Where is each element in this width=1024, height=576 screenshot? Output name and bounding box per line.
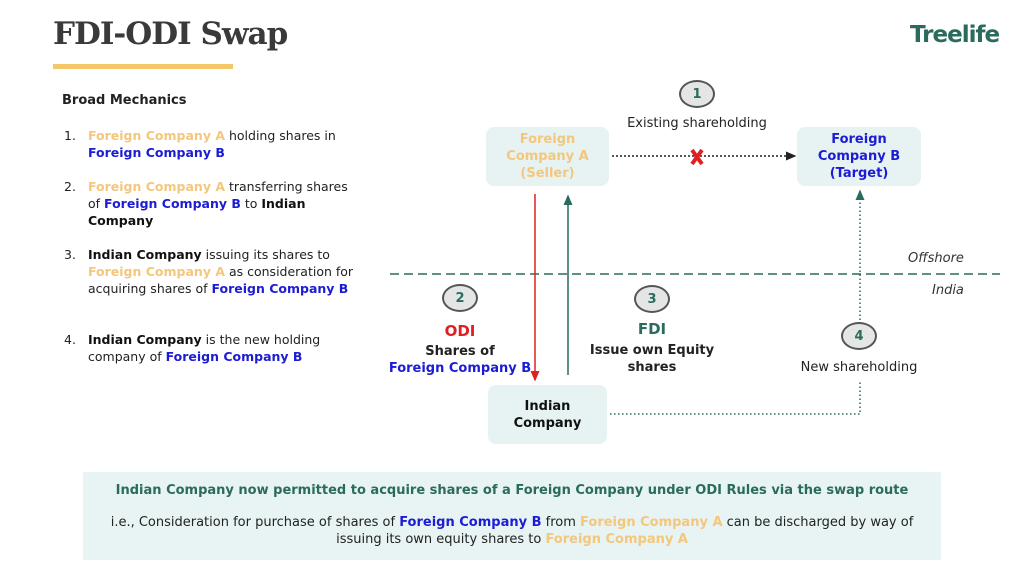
text-segment: Foreign Company A xyxy=(545,532,688,547)
list-text: Indian Company is the new holding compan… xyxy=(88,331,358,365)
list-number: 4. xyxy=(64,332,76,347)
text-segment: is the new holding company of xyxy=(88,332,321,364)
fdi-line2: shares xyxy=(627,360,677,375)
list-item: 1. Foreign Company A holding shares in Fo… xyxy=(64,127,364,161)
text-segment: Foreign Company B xyxy=(399,515,542,530)
box-label: (Seller) xyxy=(520,166,575,181)
odi-title: ODI xyxy=(444,322,476,340)
list-text: Foreign Company A transferring shares of… xyxy=(88,178,358,229)
text-segment: from xyxy=(541,515,581,530)
text-segment: i.e., Consideration for purchase of shar… xyxy=(110,515,400,530)
list-number: 2. xyxy=(64,179,76,194)
text-segment: Foreign Company A xyxy=(88,264,225,279)
step-2-badge: 2 xyxy=(442,284,478,312)
text-segment: Foreign Company A xyxy=(88,128,225,143)
odi-line2: Foreign Company B xyxy=(388,361,532,376)
text-segment: can be discharged by way of issuing its … xyxy=(336,515,914,547)
text-segment: Indian Company xyxy=(88,247,202,262)
fdi-title: FDI xyxy=(637,320,667,338)
note-body: i.e., Consideration for purchase of shar… xyxy=(107,514,917,548)
text-segment: Foreign Company A xyxy=(88,179,225,194)
list-text: Foreign Company A holding shares in Fore… xyxy=(88,127,358,161)
box-label: Company A xyxy=(506,149,589,164)
odi-line1: Shares of xyxy=(425,344,495,359)
step-4-label: New shareholding xyxy=(800,360,918,375)
text-segment: to xyxy=(240,196,262,211)
step-1-label: Existing shareholding xyxy=(627,116,767,131)
new-shareholding-arrow xyxy=(610,380,861,415)
text-segment: Indian Company xyxy=(88,196,306,228)
text-segment: transferring shares of xyxy=(88,179,348,211)
step-1-badge: 1 xyxy=(679,80,715,108)
list-number: 3. xyxy=(64,247,76,262)
text-segment: Foreign Company A xyxy=(580,515,723,530)
text-segment: Foreign Company B xyxy=(165,349,303,364)
box-label: (Target) xyxy=(829,166,889,181)
page-title: FDI-ODI Swap xyxy=(53,16,288,52)
summary-note: Indian Company now permitted to acquire … xyxy=(83,472,941,560)
box-label: Company xyxy=(513,415,582,431)
cross-icon xyxy=(690,148,704,166)
list-item: 4. Indian Company is the new holding comp… xyxy=(64,331,364,365)
box-label: Company B xyxy=(817,149,901,164)
box-label: Foreign xyxy=(519,132,576,147)
list-item: 2. Foreign Company A transferring shares … xyxy=(64,178,364,229)
text-segment: holding shares in xyxy=(225,128,336,143)
note-headline: Indian Company now permitted to acquire … xyxy=(115,483,909,498)
list-text: Indian Company issuing its shares to For… xyxy=(88,246,358,297)
text-segment: Indian Company xyxy=(88,332,202,347)
list-item: 3. Indian Company issuing its shares to F… xyxy=(64,246,364,297)
box-label: Foreign xyxy=(831,132,887,147)
section-heading: Broad Mechanics xyxy=(62,93,187,108)
step-4-badge: 4 xyxy=(841,322,877,350)
text-segment: issuing its shares to xyxy=(201,247,330,262)
offshore-label: Offshore xyxy=(908,251,964,266)
treelife-logo: Treelife xyxy=(910,22,1000,48)
text-segment: Foreign Company B xyxy=(88,145,225,160)
text-segment: as consideration for acquiring shares of xyxy=(88,264,354,296)
step-3-badge: 3 xyxy=(634,285,670,313)
box-label: Indian xyxy=(524,398,571,414)
list-number: 1. xyxy=(64,128,76,143)
text-segment: Foreign Company B xyxy=(211,281,349,296)
fdi-line1: Issue own Equity xyxy=(589,343,715,358)
text-segment: Foreign Company B xyxy=(104,196,241,211)
title-underline xyxy=(53,64,233,69)
india-label: India xyxy=(932,283,964,298)
